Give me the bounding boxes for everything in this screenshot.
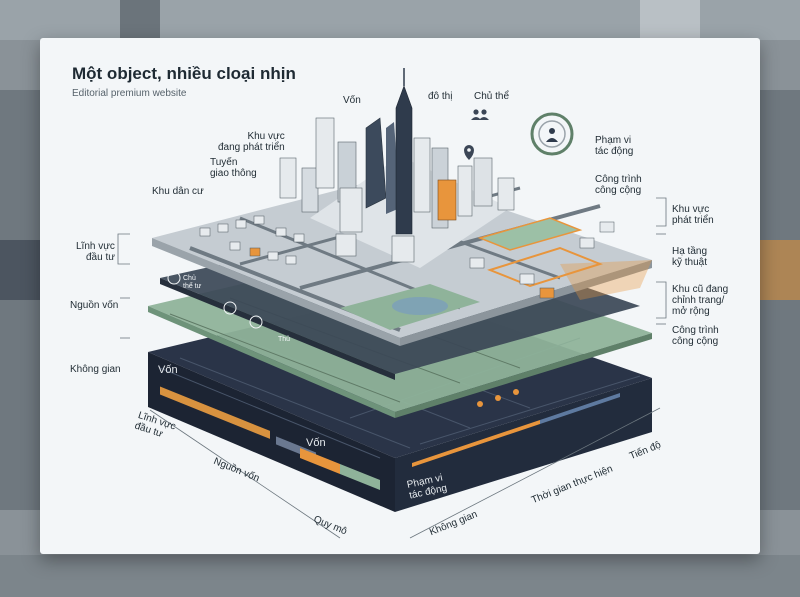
map-pin-icon <box>464 145 474 160</box>
base-label-von-left: Vốn <box>158 364 178 376</box>
target-icon <box>530 112 574 156</box>
label-chu-the: Chủ thể <box>474 91 510 102</box>
page-subtitle: Editorial premium website <box>72 88 187 99</box>
label-khu-dan-cu: Khu dân cư <box>152 186 204 197</box>
currency-icon <box>167 271 263 329</box>
diagram-card: Một object, nhiều cloại nhịn Editorial p… <box>40 38 760 554</box>
tag-thu: Thủ <box>278 336 291 343</box>
label-linh-vuc-dau-tu: Lĩnh vực đầu tư <box>76 241 115 263</box>
tag-chu-the: Chủ thể tư <box>183 275 202 290</box>
leader-lines <box>117 197 667 539</box>
label-von: Vốn <box>343 95 361 106</box>
page-title: Một object, nhiều cloại nhịn <box>72 64 296 83</box>
isometric-city-diagram <box>117 68 667 539</box>
person-group-icon <box>471 109 489 120</box>
label-khu-vuc-dang-phat-trien: Khu vực đang phát triển <box>218 131 285 153</box>
label-khu-cu-dang-chinh-trang: Khu cũ đang chỉnh trang/ mở rộng <box>672 284 729 317</box>
label-nguon-von: Nguồn vốn <box>70 300 119 311</box>
label-cong-trinh-cong-cong-top: Công trình công cộng <box>595 174 642 196</box>
label-do-thi: đô thị <box>428 91 453 102</box>
label-khong-gian: Không gian <box>70 364 121 375</box>
label-ha-tang-ky-thuat: Hạ tầng kỹ thuật <box>672 246 708 268</box>
label-cong-trinh-cong-cong-bottom: Công trình công cộng <box>672 325 719 347</box>
label-pham-vi-tac-dong: Phạm vi tác động <box>595 135 634 157</box>
skyscrapers <box>279 68 515 268</box>
base-label-von-mid: Vốn <box>306 437 326 449</box>
label-khu-vuc-phat-trien: Khu vực phát triển <box>672 204 714 226</box>
label-tuyen-giao-thong: Tuyến giao thông <box>210 157 257 179</box>
